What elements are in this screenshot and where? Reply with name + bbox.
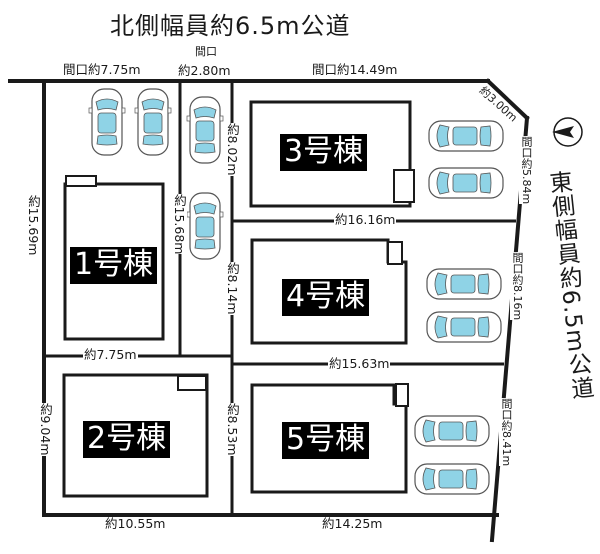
car-icon: [134, 88, 172, 156]
building-5-label: 5号棟: [282, 422, 370, 459]
dim-depth-8-02: 約8.02m: [224, 123, 240, 176]
dim-width-14-25: 約14.25m: [321, 516, 384, 531]
dim-width-7-75: 約7.75m: [83, 347, 138, 362]
dim-depth-8-14: 約8.14m: [224, 262, 240, 315]
dim-depth-15-69: 約15.69m: [25, 195, 41, 256]
dim-depth-8-53: 約8.53m: [224, 403, 240, 456]
car-icon: [186, 192, 224, 260]
dim-frontage-2-80-top: 間口: [194, 45, 218, 58]
car-icon: [426, 268, 502, 300]
car-icon: [88, 88, 126, 156]
dim-depth-9-04: 約9.04m: [37, 403, 53, 456]
dim-frontage-8-16: 間口約8.16m: [510, 252, 524, 321]
car-icon: [186, 96, 224, 164]
dim-frontage-2-80: 約2.80m: [177, 63, 232, 78]
dim-width-16-16: 約16.16m: [334, 212, 397, 227]
north-road-label: 北側幅員約6.5m公道: [110, 12, 351, 40]
dim-depth-15-68: 約15.68m: [171, 194, 187, 255]
north-arrow-icon: [552, 117, 583, 147]
car-icon: [426, 311, 502, 343]
dim-frontage-5-84: 間口約5.84m: [519, 136, 533, 205]
dim-width-15-63: 約15.63m: [328, 356, 391, 371]
dim-frontage-7-75: 間口約7.75m: [62, 62, 142, 77]
car-icon: [414, 463, 490, 495]
building-1-label: 1号棟: [70, 247, 158, 284]
building-4-label: 4号棟: [282, 279, 370, 316]
dim-frontage-14-49: 間口約14.49m: [311, 62, 399, 77]
footprint-notches: [65, 169, 415, 407]
building-3-label: 3号棟: [280, 134, 368, 171]
dim-width-10-55: 約10.55m: [104, 516, 167, 531]
car-icon: [428, 167, 504, 199]
building-2-label: 2号棟: [83, 421, 171, 458]
dim-frontage-8-41: 間口約8.41m: [499, 398, 513, 467]
car-icon: [414, 415, 490, 447]
car-icon: [428, 120, 504, 152]
